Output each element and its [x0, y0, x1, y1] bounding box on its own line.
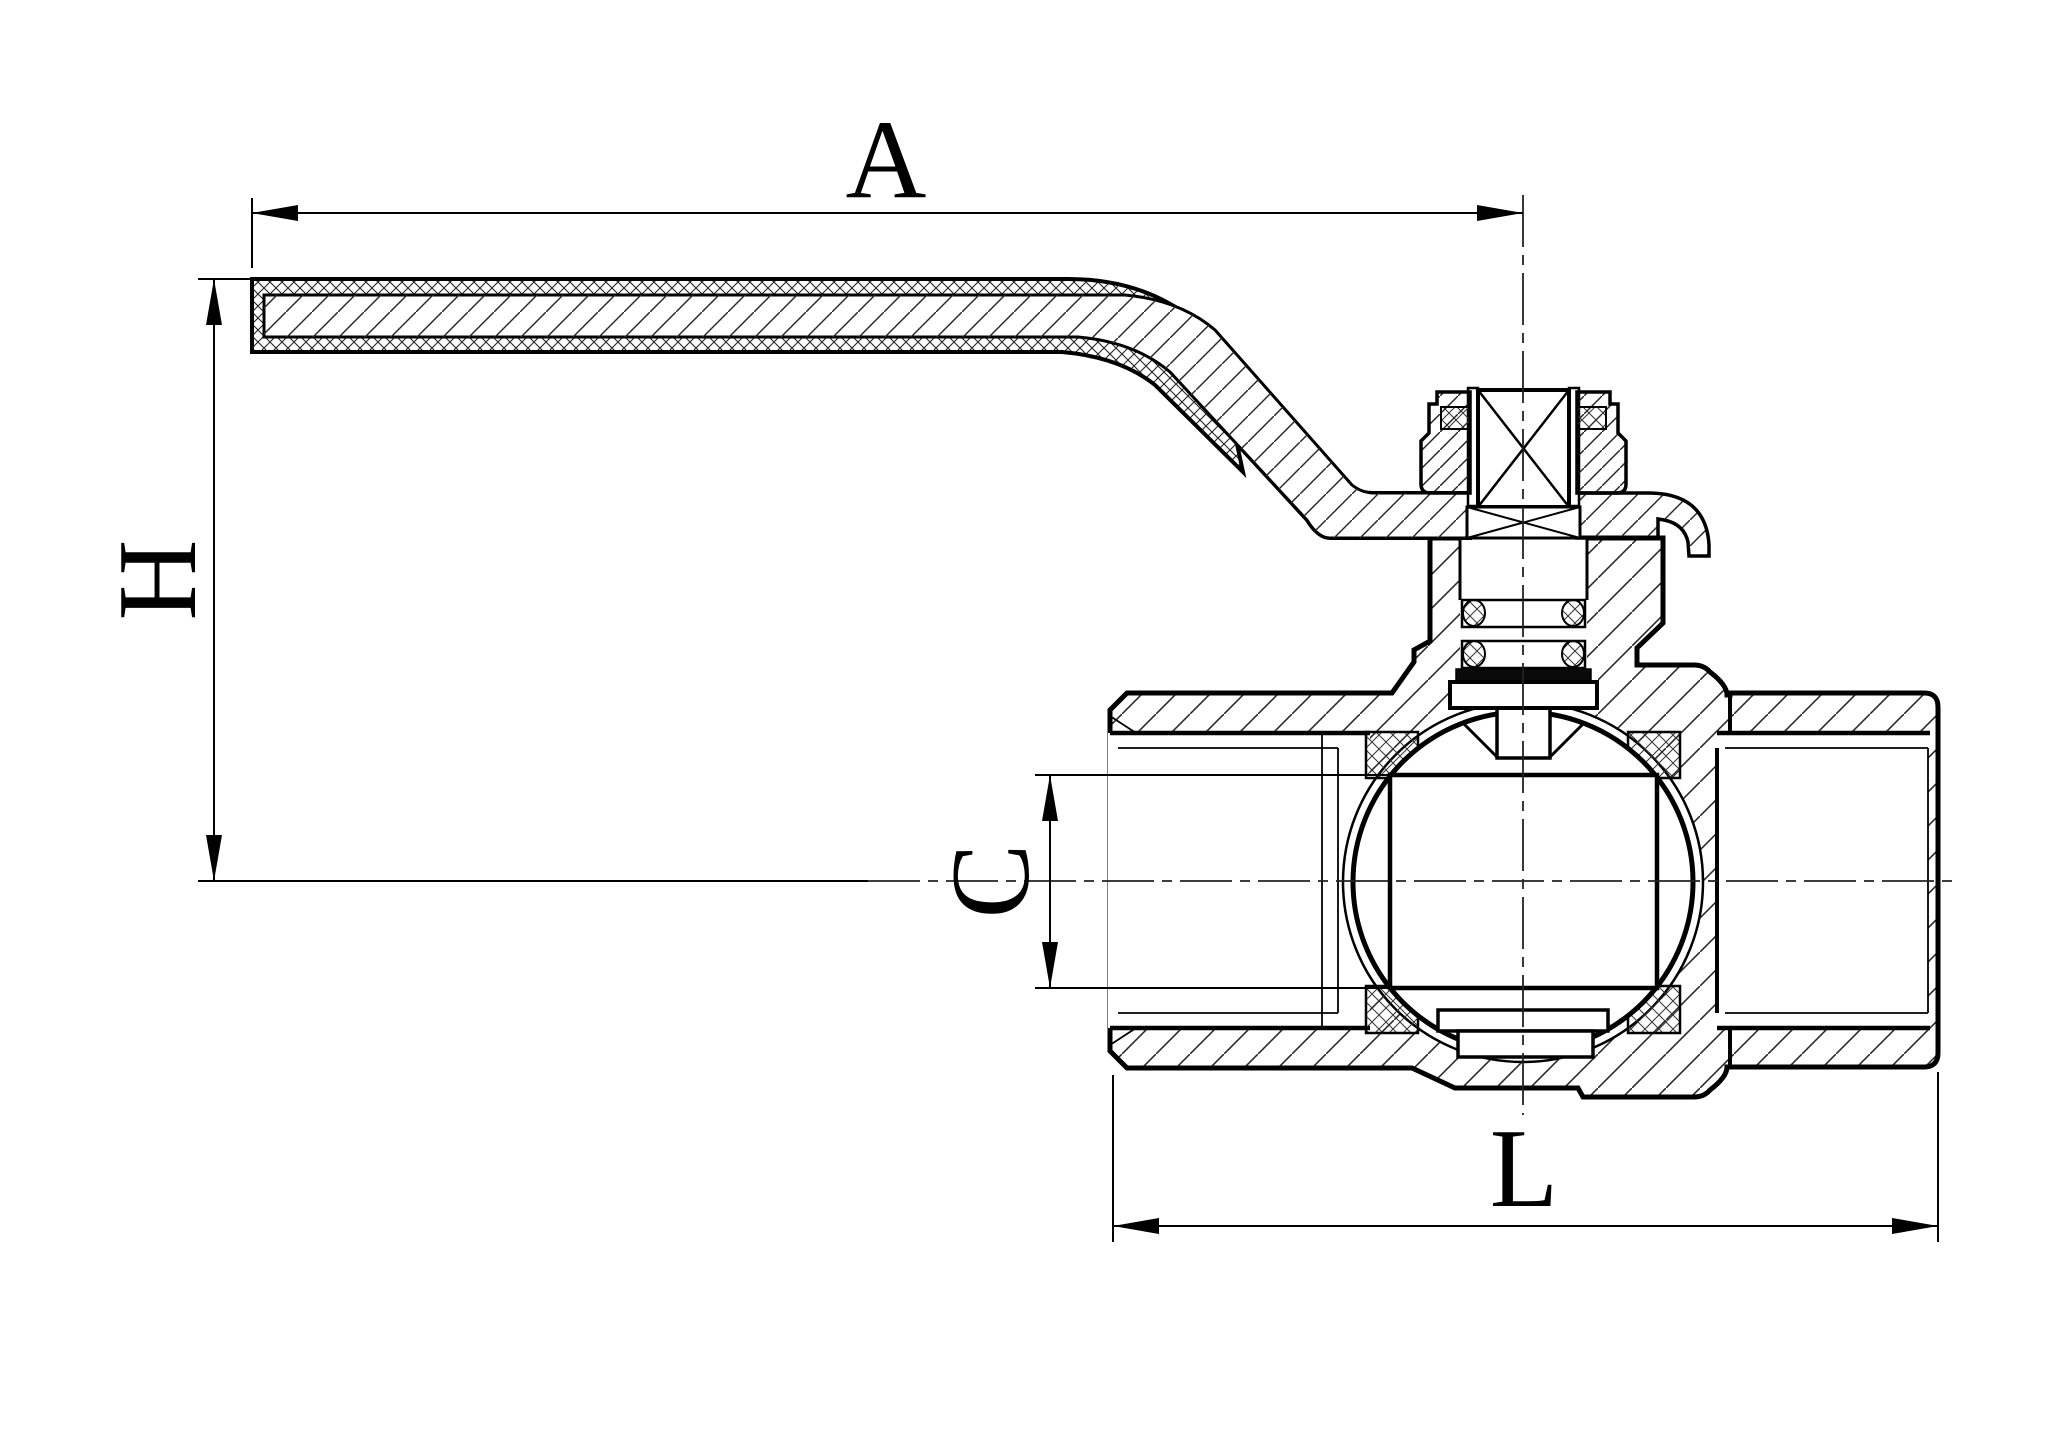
- o-ring-icon: [1561, 599, 1585, 627]
- dim-A-arrow-right-icon: [1477, 205, 1523, 221]
- dim-C-arrow-top-icon: [1042, 775, 1058, 821]
- ball-slot-lines: [1462, 722, 1585, 759]
- dimension-L: [1112, 1072, 1939, 1242]
- dimension-H: [198, 278, 868, 882]
- dim-H-label: H: [96, 540, 220, 621]
- dim-L-label: L: [1490, 1107, 1558, 1231]
- dimensions: A H C L: [96, 98, 1939, 1242]
- o-ring-icon: [1462, 599, 1486, 627]
- dim-C-arrow-bottom-icon: [1042, 942, 1058, 988]
- lever-handle: [250, 277, 1711, 558]
- dim-H-arrow-top-icon: [206, 279, 222, 325]
- o-ring-icon: [1561, 640, 1585, 668]
- left-port-thread: [1109, 715, 1370, 1046]
- dim-C-label: C: [929, 844, 1053, 919]
- dim-L-arrow-right-icon: [1892, 1218, 1938, 1234]
- nut-seal-left: [1440, 406, 1471, 430]
- dim-A-arrow-left-icon: [252, 205, 298, 221]
- stem-neck-walls: [1458, 538, 1589, 600]
- bottom-retainer: [1456, 1029, 1595, 1059]
- dim-H-arrow-bottom-icon: [206, 835, 222, 881]
- handle-stop-hook: [1575, 491, 1711, 558]
- o-ring-icon: [1462, 640, 1486, 668]
- dim-L-arrow-left-icon: [1113, 1218, 1159, 1234]
- dimension-A: [251, 198, 1523, 268]
- nut-seal-right: [1576, 406, 1607, 430]
- handle-steel-hatch: [264, 295, 1470, 538]
- dim-A-label: A: [846, 98, 927, 222]
